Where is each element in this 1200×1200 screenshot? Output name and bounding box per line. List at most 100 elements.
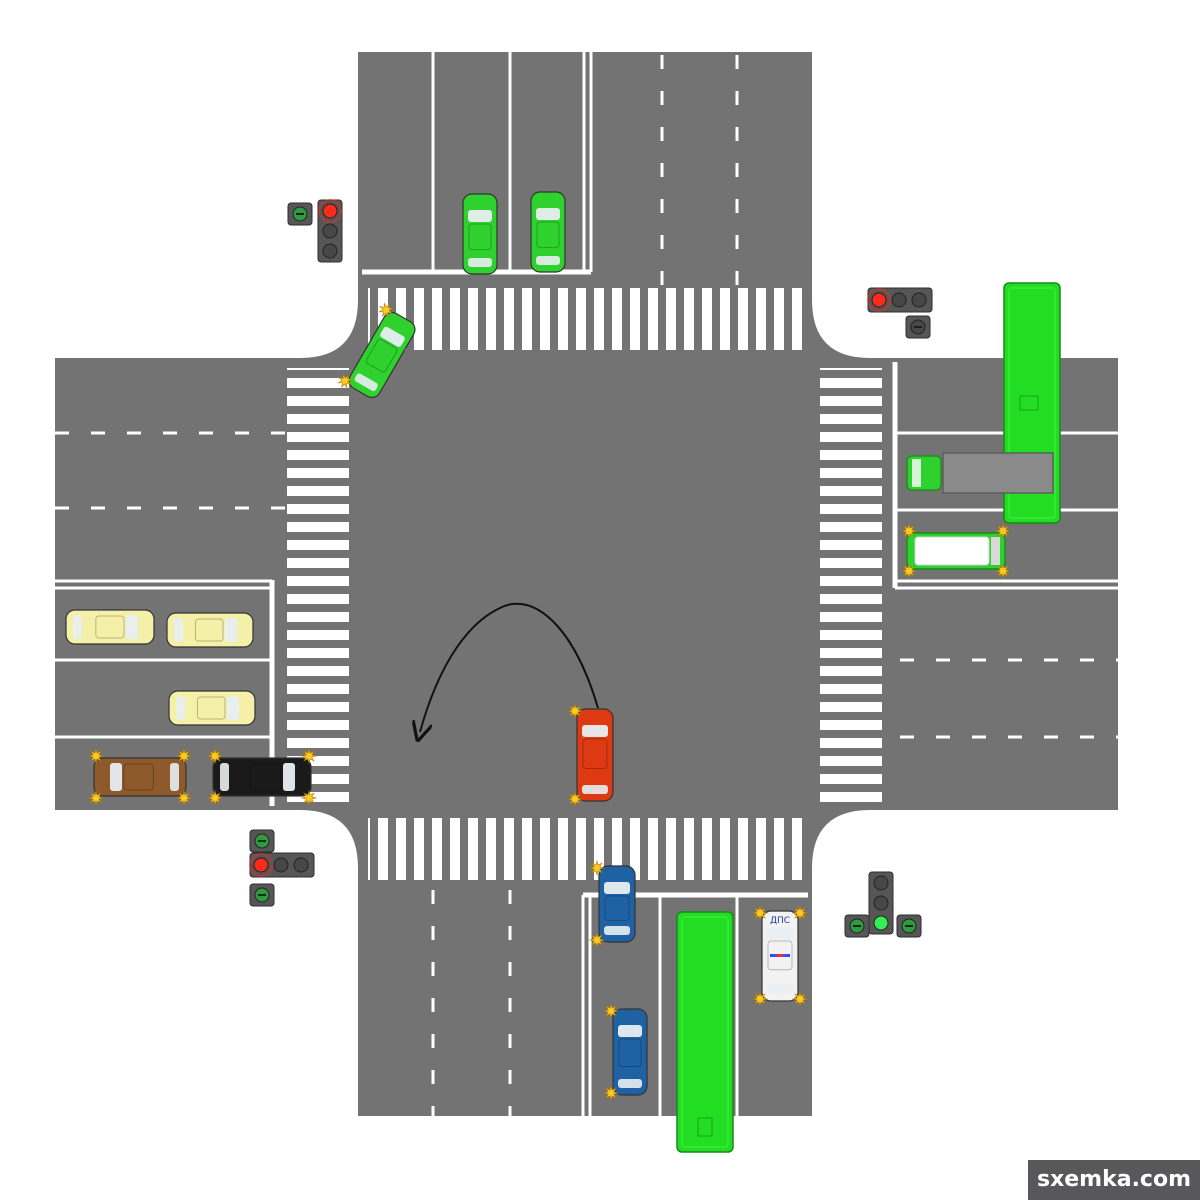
signal-light-icon xyxy=(566,702,584,720)
car-rear-window xyxy=(767,985,793,994)
lamp-green-icon xyxy=(293,857,309,873)
signal-light-icon xyxy=(751,990,769,1008)
car-roof xyxy=(604,895,630,921)
signal-light-icon xyxy=(791,904,809,922)
car-roof xyxy=(95,615,125,639)
lamp-red-icon xyxy=(253,857,269,873)
van-roof xyxy=(914,536,990,566)
u-turn-path-arrow xyxy=(420,602,599,732)
red-glow xyxy=(318,199,342,223)
signal-light-icon xyxy=(602,1084,620,1102)
lamp-yellow-icon xyxy=(891,292,907,308)
police-label: ДПС xyxy=(770,916,790,926)
van-windshield xyxy=(991,537,1000,565)
car-windshield xyxy=(536,208,560,220)
car-windshield xyxy=(126,615,138,639)
car-windshield xyxy=(225,618,237,642)
car-roof xyxy=(468,223,492,251)
car-rear-window xyxy=(73,615,82,639)
signal-light-icon xyxy=(378,302,394,318)
car-rear-window xyxy=(468,258,492,267)
traffic-light-sw xyxy=(249,829,315,907)
bus-hatch xyxy=(1019,395,1039,411)
crosswalk-north xyxy=(368,288,808,350)
signal-light-icon xyxy=(87,789,105,807)
north-car-1 xyxy=(462,193,498,275)
north-car-2 xyxy=(530,191,566,273)
crosswalk-east xyxy=(820,368,882,808)
signal-light-icon xyxy=(994,522,1012,540)
lamp-red-icon xyxy=(322,203,338,219)
red-car xyxy=(566,702,614,808)
car-windshield xyxy=(227,696,239,720)
car-windshield xyxy=(618,1025,642,1037)
truck-windshield xyxy=(912,459,921,487)
arrow-glyph-icon xyxy=(258,840,266,842)
bus-roof xyxy=(1008,287,1056,519)
signal-light-icon xyxy=(300,789,318,807)
signal-light-icon xyxy=(602,1002,620,1020)
signal-light-icon xyxy=(900,522,918,540)
lamp-yellow-icon xyxy=(873,895,889,911)
truck-trailer xyxy=(942,452,1054,494)
west-brown-suv xyxy=(87,747,193,807)
arrow-glyph-icon xyxy=(258,894,266,896)
lamp-green-icon xyxy=(322,243,338,259)
turning-green-car xyxy=(337,302,416,399)
car-roof xyxy=(123,763,154,791)
west-yellow-2 xyxy=(166,612,254,648)
crosswalk-south xyxy=(368,818,808,880)
arrow-glyph-icon xyxy=(905,925,913,927)
arrow-glyph-icon xyxy=(853,925,861,927)
traffic-light-nw xyxy=(287,199,343,263)
east-truck xyxy=(906,452,1054,494)
car-roof xyxy=(582,738,608,769)
car-windshield xyxy=(283,763,295,791)
signal-light-icon xyxy=(175,789,193,807)
traffic-lights xyxy=(249,199,933,938)
west-yellow-1 xyxy=(65,609,155,645)
car-windshield xyxy=(767,927,793,939)
signal-light-icon xyxy=(994,562,1012,580)
car-rear-window xyxy=(618,1079,642,1088)
south-blue-2 xyxy=(602,1002,648,1102)
lamp-green-icon xyxy=(873,915,889,931)
car-rear-window xyxy=(582,785,608,794)
bus-body xyxy=(676,911,734,1153)
east-van xyxy=(900,522,1012,580)
car-windshield xyxy=(110,763,122,791)
lamp-yellow-icon xyxy=(273,857,289,873)
signal-light-icon xyxy=(588,859,606,877)
lamp-green-icon xyxy=(911,292,927,308)
car-rear-window xyxy=(354,373,378,392)
signal-light-icon xyxy=(566,790,584,808)
signal-light-icon xyxy=(900,562,918,580)
police-car: ДПС xyxy=(751,904,809,1008)
vehicles: ДПС xyxy=(65,191,1061,1153)
lamp-red-icon xyxy=(871,292,887,308)
car-rear-window xyxy=(220,763,229,791)
red-glow xyxy=(249,853,273,877)
east-arm-markings xyxy=(892,362,1118,739)
arrow-glyph-icon xyxy=(296,213,304,215)
car-windshield xyxy=(604,882,630,894)
car-rear-window xyxy=(170,763,179,791)
car-roof xyxy=(194,618,224,642)
signal-light-icon xyxy=(751,904,769,922)
lamp-yellow-icon xyxy=(322,223,338,239)
signal-light-icon xyxy=(87,747,105,765)
traffic-light-se xyxy=(844,871,922,938)
red-glow xyxy=(867,288,891,312)
signal-light-icon xyxy=(175,747,193,765)
crosswalk-west xyxy=(287,368,349,808)
lamp-red-icon xyxy=(873,875,889,891)
signal-light-icon xyxy=(206,789,224,807)
signal-light-icon xyxy=(791,990,809,1008)
arrow-glyph-icon xyxy=(914,326,922,328)
asphalt xyxy=(55,52,1118,1116)
car-rear-window xyxy=(174,618,183,642)
car-rear-window xyxy=(176,696,185,720)
west-black-suv xyxy=(206,747,318,807)
police-lightbar-red xyxy=(777,954,783,957)
